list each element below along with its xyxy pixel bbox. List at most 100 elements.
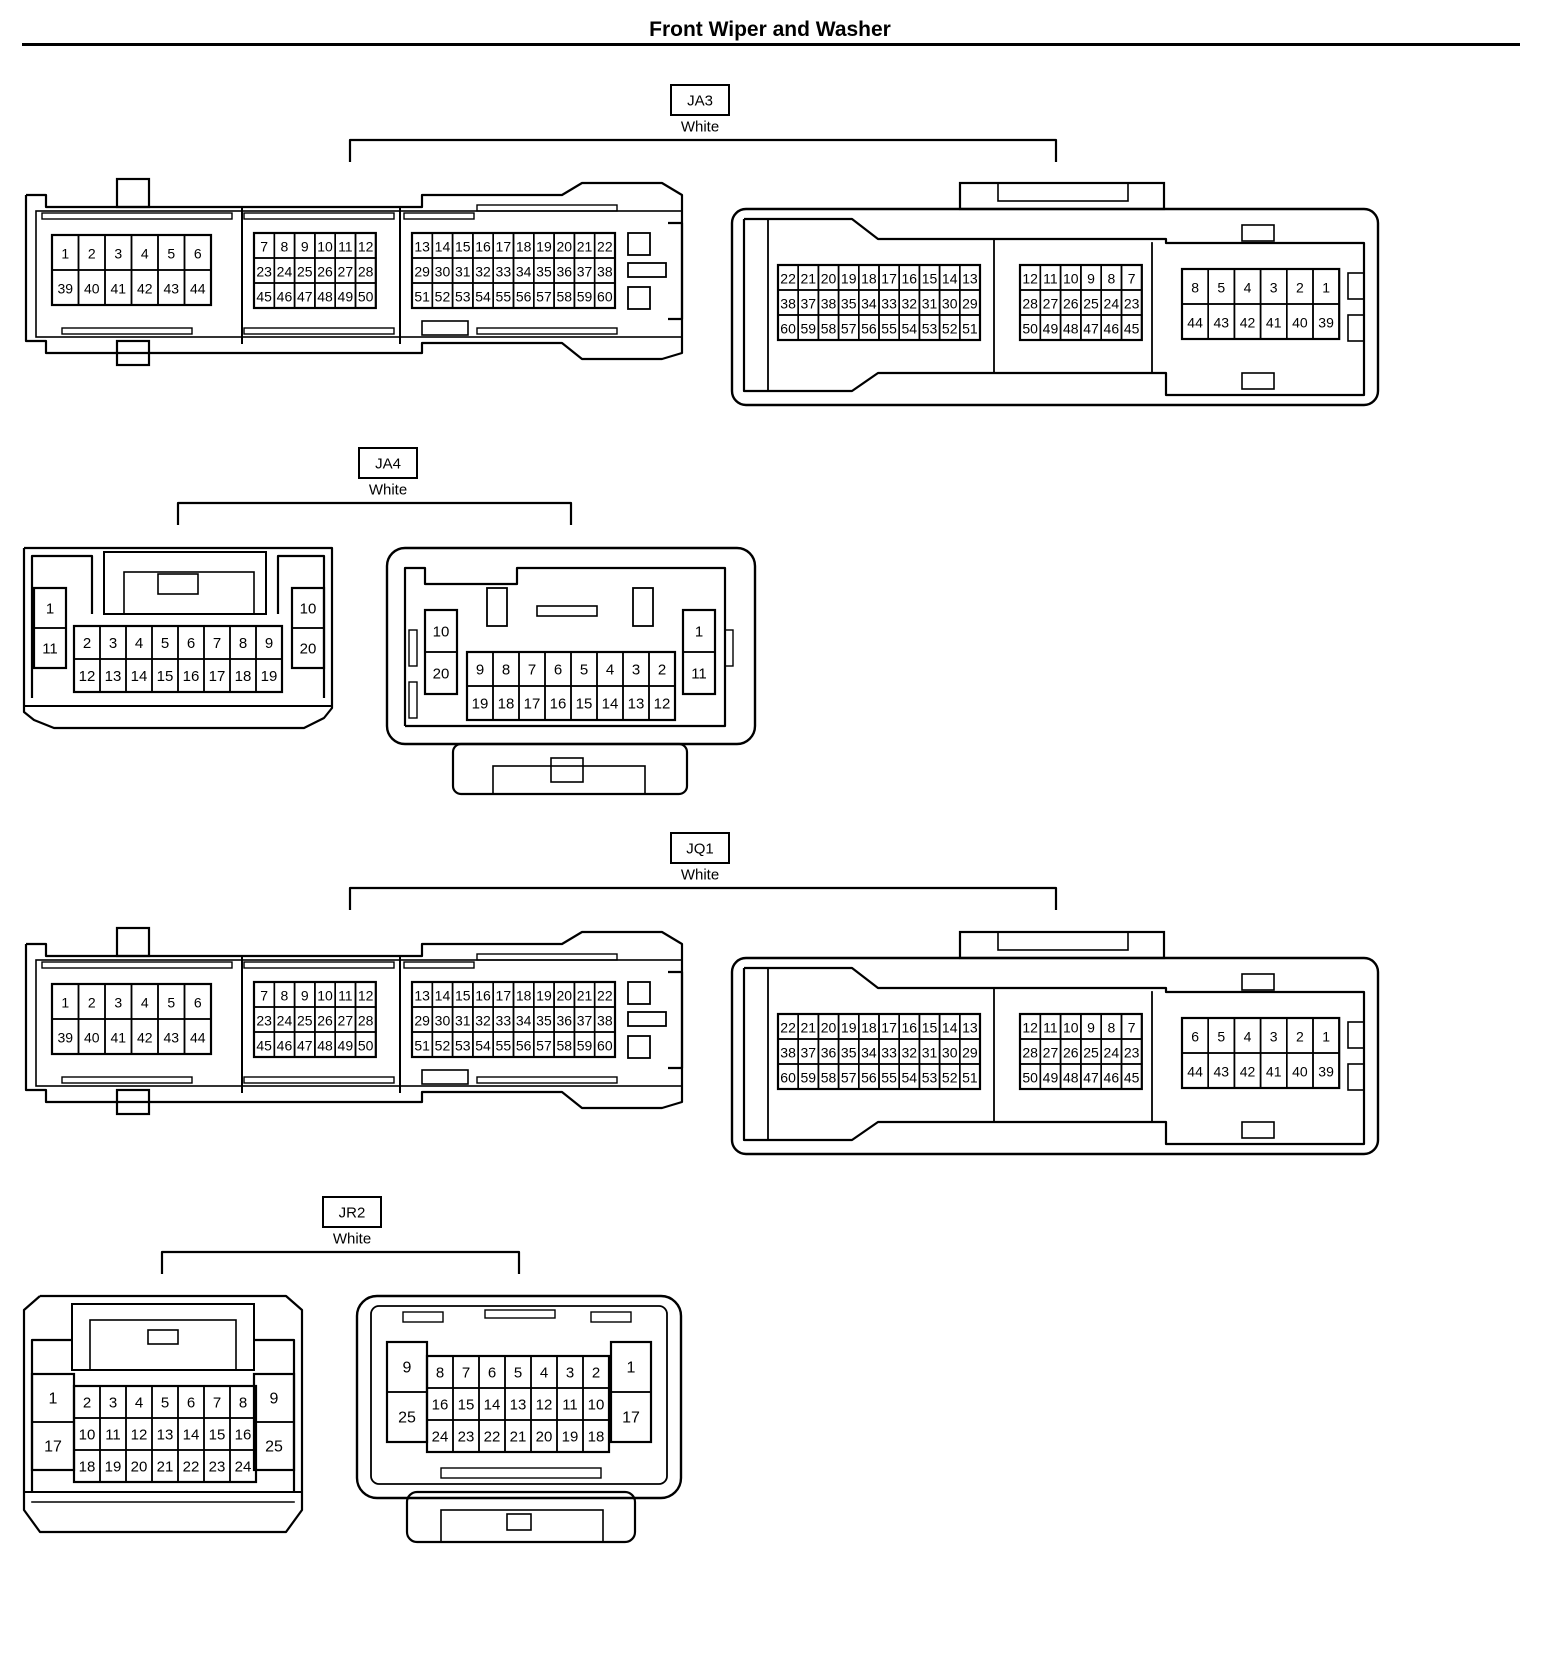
pin-cell: 23 [452, 1419, 480, 1453]
pin-label: 52 [942, 321, 958, 337]
pin-cell: 54 [472, 1031, 494, 1058]
pin-cell: 12 [125, 1417, 153, 1451]
body-outline [41, 961, 233, 969]
pin-cell: 32 [472, 257, 494, 284]
pin-label: 52 [942, 1070, 958, 1086]
pin-label: 43 [163, 281, 179, 297]
pin-label: 16 [902, 1020, 918, 1036]
pin-label: 20 [131, 1459, 148, 1476]
pin-label: 23 [209, 1459, 226, 1476]
body-outline [440, 1509, 604, 1543]
pin-label: 25 [265, 1439, 283, 1456]
pin-cell: 6 [544, 651, 572, 687]
pin-cell: 9 [1080, 1013, 1103, 1040]
pin-label: 5 [1217, 280, 1225, 296]
pin-cell: 5 [570, 651, 598, 687]
pin-cell: 27 [334, 1006, 357, 1033]
pin-label: 53 [922, 321, 938, 337]
pin-cell: 20 [553, 981, 576, 1008]
pin-cell: 26 [314, 1006, 336, 1033]
pin-cell: 14 [938, 1013, 961, 1040]
pin-cell: 42 [130, 1018, 159, 1055]
pin-cell: 2 [77, 234, 106, 271]
pin-cell: 8 [426, 1355, 454, 1389]
body-outline [1241, 372, 1275, 390]
pin-cell: 14 [125, 658, 153, 693]
pin-cell: 31 [918, 289, 941, 316]
pin-label: 59 [801, 1070, 817, 1086]
pin-label: 11 [691, 666, 707, 683]
pin-cell: 17 [610, 1391, 652, 1443]
pin-label: 18 [588, 1429, 605, 1446]
pin-cavity [33, 627, 67, 669]
pin-cell: 57 [532, 282, 555, 309]
pin-cell: 43 [157, 1018, 186, 1055]
pin-cell: 36 [553, 257, 576, 284]
pin-cell: 22 [478, 1419, 506, 1453]
pin-cell: 53 [918, 314, 941, 341]
pin-label: 18 [79, 1459, 96, 1476]
pin-label: 53 [922, 1070, 938, 1086]
pin-cell: 51 [958, 314, 981, 341]
pin-label: 45 [1124, 321, 1140, 337]
pin-label: 18 [516, 239, 532, 255]
pin-label: 56 [861, 1070, 877, 1086]
pin-cell: 6 [183, 983, 212, 1020]
pin-cell: 10 [291, 587, 325, 629]
body-outline [742, 966, 1366, 1146]
pin-cell: 20 [553, 232, 576, 259]
connector-color: White [369, 482, 407, 499]
pin-label: 22 [597, 239, 613, 255]
pin-cell: 35 [837, 1038, 860, 1065]
pin-cell: 9 [293, 232, 316, 259]
body-outline [24, 930, 684, 1110]
pin-cell: 14 [596, 685, 624, 721]
pin-cell: 27 [334, 257, 357, 284]
pin-cell: 4 [530, 1355, 558, 1389]
pin-cavity [229, 1449, 257, 1483]
pin-label: 17 [881, 1020, 897, 1036]
pin-cell: 45 [1120, 314, 1143, 341]
pin-cavity [253, 1421, 295, 1471]
body-outline [24, 181, 684, 361]
pin-cell: 8 [1181, 268, 1210, 305]
pin-label: 13 [962, 1020, 978, 1036]
connector-id: JQ1 [686, 841, 714, 858]
pin-label: 3 [114, 995, 122, 1011]
pin-label: 2 [83, 635, 91, 652]
pin-label: 19 [841, 1020, 857, 1036]
pin-label: 5 [161, 1395, 169, 1412]
pin-cell: 1 [51, 983, 80, 1020]
pin-cell: 8 [1100, 1013, 1123, 1040]
pin-label: 5 [161, 635, 169, 652]
pin-label: 17 [209, 668, 226, 685]
pin-cell: 55 [492, 1031, 515, 1058]
connector-color: White [681, 867, 719, 884]
pin-cell: 60 [593, 282, 616, 309]
pin-label: 57 [841, 321, 857, 337]
pin-cell: 38 [593, 257, 616, 284]
pin-cavity [354, 1031, 377, 1058]
pin-cell: 28 [354, 257, 377, 284]
pin-label: 16 [235, 1427, 252, 1444]
pin-cell: 5 [1207, 1017, 1236, 1054]
pin-cell: 53 [918, 1063, 941, 1090]
pin-cell: 24 [1100, 1038, 1123, 1065]
pin-cell: 7 [1120, 264, 1143, 291]
pin-cell: 20 [125, 1449, 153, 1483]
side-pin-column: 117 [609, 1340, 653, 1444]
pin-cell: 52 [431, 282, 454, 309]
pin-cell: 11 [1039, 264, 1062, 291]
pin-label: 30 [435, 1013, 451, 1029]
body-outline [627, 1035, 651, 1059]
body-outline [627, 232, 651, 256]
pin-cell: 48 [1059, 314, 1082, 341]
pin-cell: 24 [273, 257, 296, 284]
pin-label: 48 [317, 289, 333, 305]
